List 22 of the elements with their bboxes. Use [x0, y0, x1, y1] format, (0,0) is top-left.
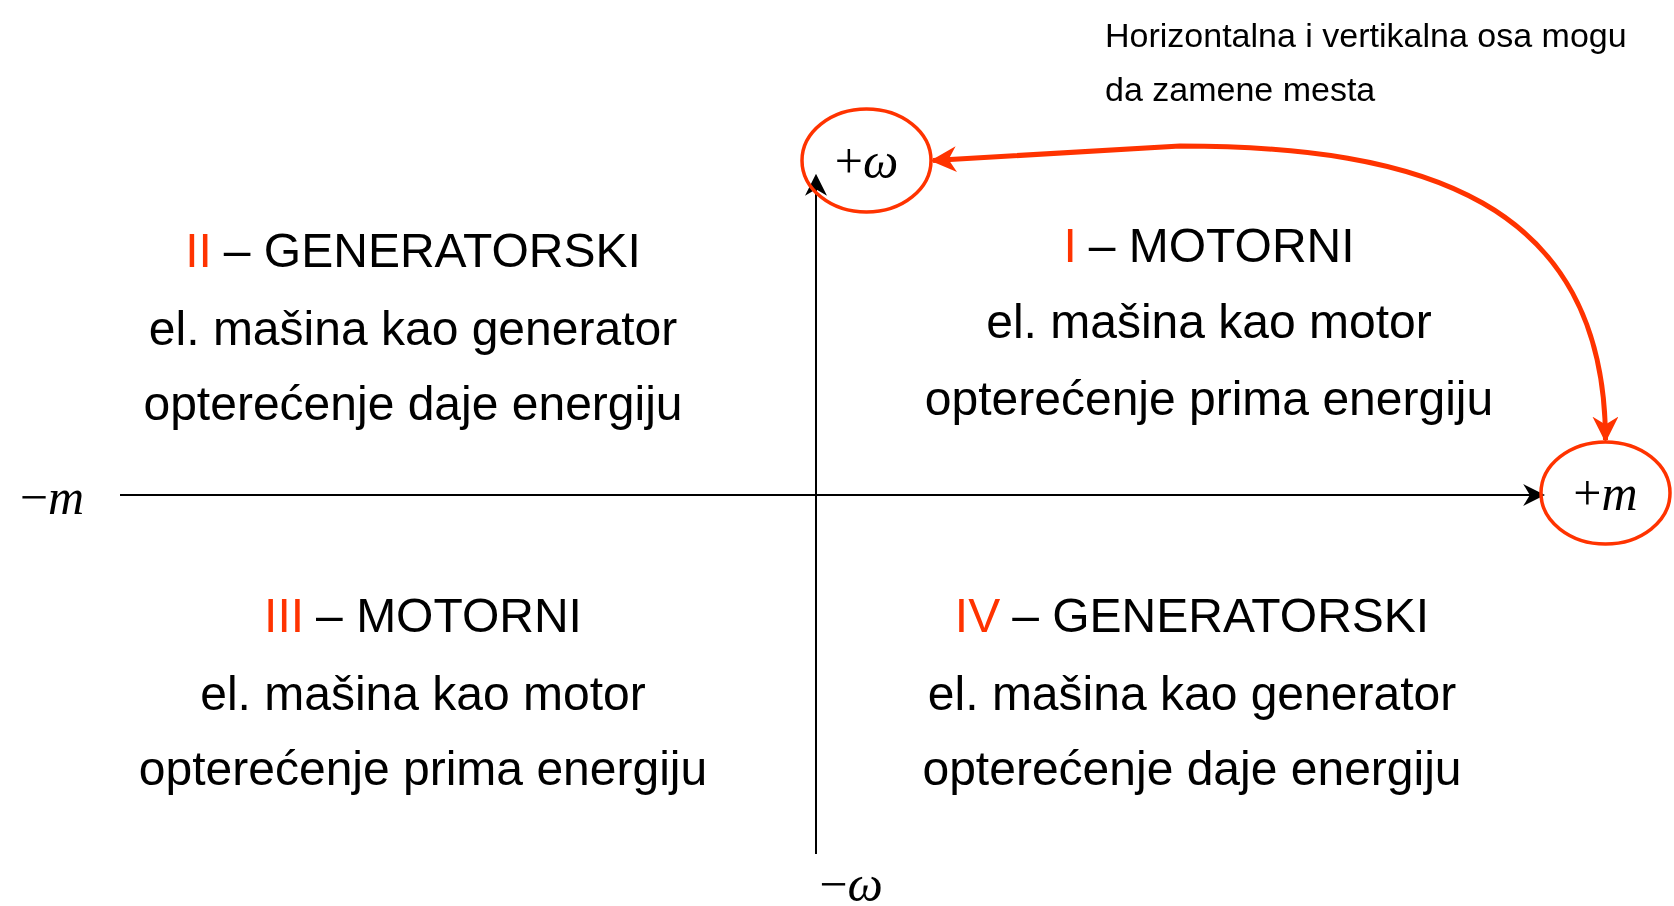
quadrant-number: I	[1063, 219, 1077, 273]
quadrant-title: – GENERATORSKI	[223, 224, 641, 278]
quadrant-title: – MOTORNI	[316, 589, 582, 643]
quadrant-title: – GENERATORSKI	[1012, 589, 1430, 643]
axis-label-circle: +ω	[800, 107, 933, 214]
axis-label: −m	[19, 469, 85, 525]
quadrant-number: II	[185, 224, 212, 278]
quadrant-number: IV	[954, 589, 1001, 643]
quadrant-title: – MOTORNI	[1088, 219, 1355, 273]
axis-label-circle: +m	[1539, 440, 1672, 546]
note-text: Horizontalna i vertikalna osa mogu da zamene mesta	[1105, 15, 1628, 111]
quadrant-description: opterećenje prima energiju	[924, 372, 1494, 426]
quadrant-number: III	[264, 589, 305, 643]
quadrant-description: el. mašina kao motor	[200, 667, 646, 721]
curved-arrow	[930, 143, 1617, 443]
quadrant-description: el. mašina kao generator	[927, 667, 1457, 721]
quadrant-description: el. mašina kao generator	[148, 302, 678, 356]
axis-label: −ω	[819, 856, 883, 906]
quadrant-description: opterećenje daje energiju	[143, 377, 683, 431]
quadrant-description: opterećenje daje energiju	[922, 742, 1462, 796]
quadrant-description: opterećenje prima energiju	[138, 742, 708, 796]
quadrant-description: el. mašina kao motor	[986, 295, 1432, 349]
